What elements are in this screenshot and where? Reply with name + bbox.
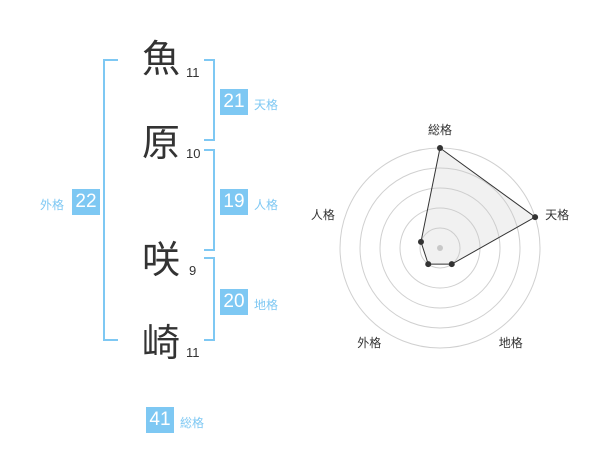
radar-point-4 <box>425 261 432 268</box>
chikaku-value: 20 <box>220 289 248 315</box>
radar-point-1 <box>437 145 443 151</box>
jinkaku-value: 19 <box>220 189 248 215</box>
jinkaku-label: 人格 <box>254 198 279 212</box>
radar-center-dot <box>437 245 443 251</box>
radar-point-2 <box>532 214 539 221</box>
radar-axis-label-1: 総格 <box>428 122 452 137</box>
radar-axis-label-5: 人格 <box>311 207 335 222</box>
char-3: 咲 <box>142 238 181 282</box>
char-2-strokes: 10 <box>186 146 201 161</box>
chikaku-label: 地格 <box>254 298 279 312</box>
soukaku-label: 総格 <box>180 416 205 430</box>
tenkaku-value: 21 <box>220 89 248 115</box>
gaikaku-label: 外格 <box>40 198 65 212</box>
tenkaku-label: 天格 <box>254 98 279 112</box>
radar-ring-3 <box>379 187 501 309</box>
char-3-strokes: 9 <box>189 263 197 278</box>
char-4: 崎 <box>142 321 181 365</box>
radar-axis-label-2: 天格 <box>545 207 569 222</box>
radar-axis-label-4: 外格 <box>357 335 381 350</box>
char-1: 魚 <box>142 37 181 81</box>
radar-point-5 <box>417 238 424 245</box>
radar-ring-4 <box>359 167 521 329</box>
radar-area <box>420 147 537 265</box>
soukaku-value: 41 <box>146 407 174 433</box>
gaikaku-value: 22 <box>72 189 100 215</box>
char-1-strokes: 11 <box>186 65 200 80</box>
radar-axis-label-3: 地格 <box>499 335 523 350</box>
radar-ring-1 <box>419 227 461 269</box>
radar-point-3 <box>448 261 455 268</box>
char-4-strokes: 11 <box>186 345 200 360</box>
char-2: 原 <box>142 121 181 165</box>
